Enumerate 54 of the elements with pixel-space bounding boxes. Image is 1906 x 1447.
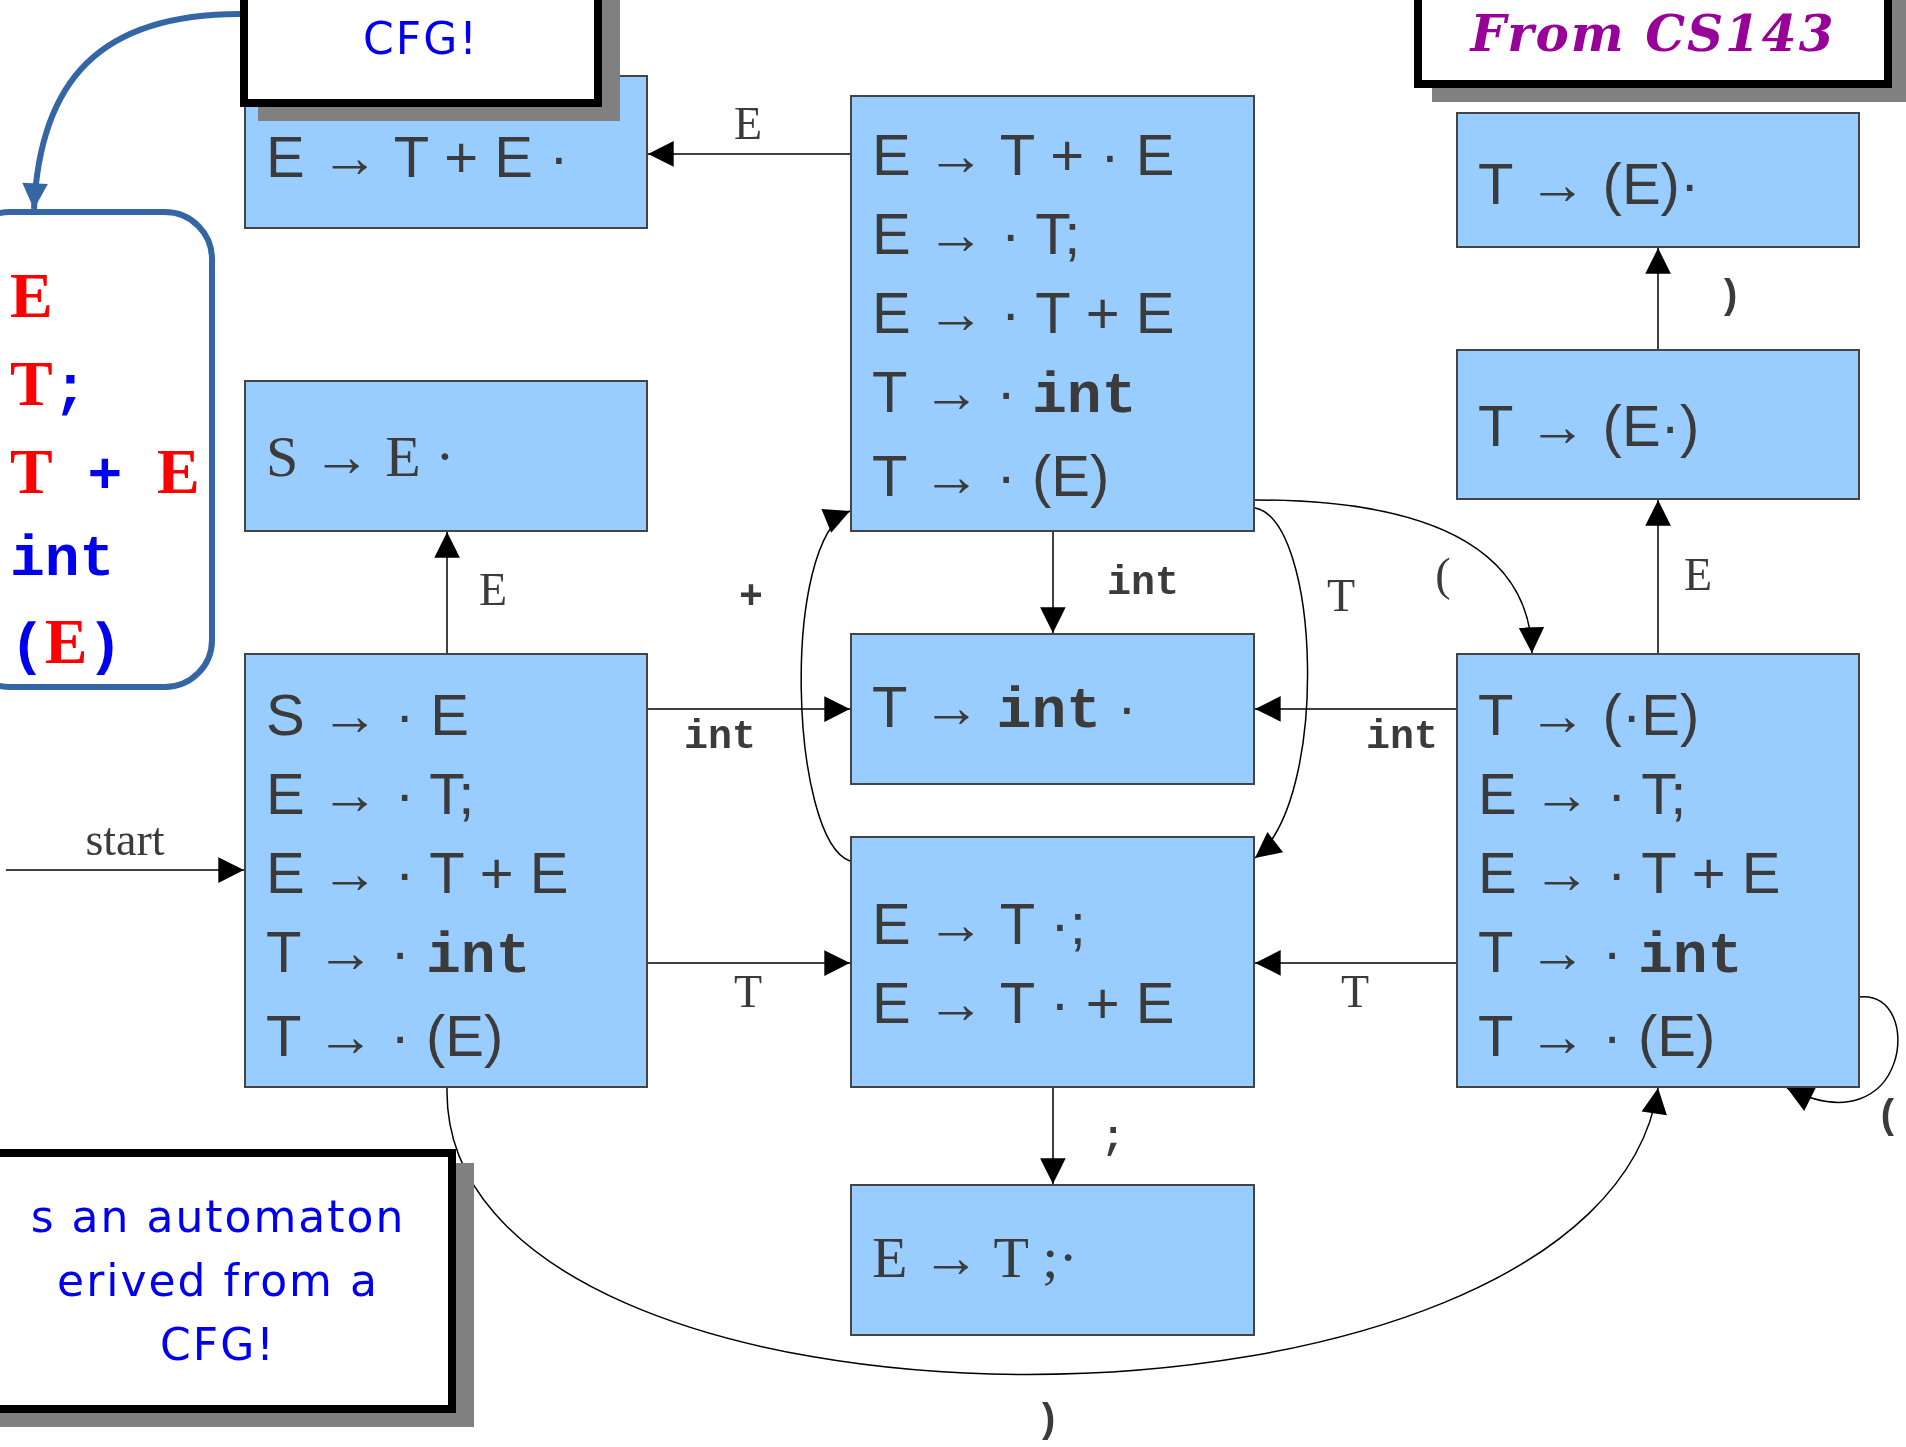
transition-arrow: [1254, 950, 1457, 976]
callout-text: CFG!: [363, 11, 479, 66]
self-loop-arrow: [1786, 996, 1899, 1110]
lr-item: E → · T + E: [1478, 839, 1781, 907]
lr-item: T → (E)·: [1478, 150, 1700, 218]
lr-item: E → T + E ·: [266, 123, 569, 191]
lr-item: T → · (E): [1478, 1002, 1716, 1070]
transition-arrow: [1254, 696, 1457, 722]
transition-arrow: [647, 950, 851, 976]
callout-text: s an automaton erived from a CFG!: [29, 1190, 407, 1372]
state-box: [1456, 349, 1860, 500]
grammar-rule: (E): [10, 605, 123, 682]
transition-arrow: [434, 531, 460, 654]
grammar-box: [0, 209, 215, 690]
transition-arrow: [647, 696, 851, 722]
transition-arrow: [800, 510, 851, 862]
state-box: [850, 633, 1255, 785]
lr-item: E → T · + E: [872, 969, 1175, 1037]
callout-text: From CS143: [1470, 2, 1836, 65]
transition-arrow: [647, 141, 851, 167]
lr-item: E → · T;: [266, 760, 475, 828]
transition-arrow: [23, 11, 241, 210]
start-arrow: [5, 857, 245, 883]
lr-item: S → E ·: [266, 423, 455, 491]
state-box: [850, 95, 1255, 532]
grammar-rule: T + E: [10, 435, 200, 512]
lr-item: T → (E·): [1478, 392, 1700, 460]
grammar-rule: T;: [10, 347, 88, 424]
transition-arrow: [1645, 247, 1671, 350]
lr-item: E → · T;: [872, 200, 1081, 268]
lr-item: E → · T + E: [266, 839, 569, 907]
transition-arrow: [1040, 531, 1066, 634]
grammar-rule: int: [10, 526, 115, 594]
lr-item: E → · T + E: [872, 279, 1175, 347]
transition-arrow: [1254, 499, 1543, 654]
lr-item: E → · T;: [1478, 760, 1687, 828]
state-box: [1456, 112, 1860, 248]
lr-item: T → (·E): [1478, 681, 1700, 749]
transition-arrow: [1254, 507, 1309, 859]
lr-item: T → · (E): [872, 442, 1110, 510]
state-box: [244, 380, 648, 532]
state-box: [1456, 653, 1860, 1088]
lr-item: E → T + · E: [872, 121, 1175, 189]
lr-item: E → T ·;: [872, 890, 1086, 958]
lr-item: S → · E: [266, 681, 470, 749]
lr-item: T → · int: [266, 918, 531, 991]
state-box: [850, 836, 1255, 1088]
lr-item: T → int ·: [872, 673, 1137, 746]
lr-item: T → · int: [872, 358, 1137, 431]
transition-arrow: [1645, 499, 1671, 654]
state-box: [244, 653, 648, 1088]
lr-item: T → · (E): [266, 1002, 504, 1070]
grammar-rule: E: [10, 259, 53, 333]
lr-item: T → · int: [1478, 918, 1743, 991]
